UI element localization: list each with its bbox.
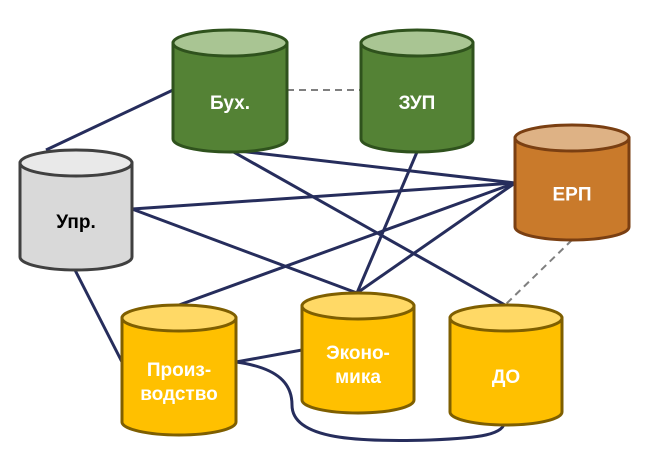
cylinder-body xyxy=(359,41,475,154)
cylinder-upr[interactable]: Упр. xyxy=(18,148,134,272)
cylinder-top xyxy=(171,28,289,58)
cylinder-top xyxy=(359,28,475,58)
cylinder-body xyxy=(300,304,416,415)
connector-buh-erp xyxy=(229,148,516,185)
cylinder-body xyxy=(120,316,238,437)
cylinder-label: ЕРП xyxy=(552,185,591,206)
cylinder-label: Упр. xyxy=(56,212,95,233)
cylinder-top xyxy=(300,291,416,321)
cylinder-label: Эконо- xyxy=(326,343,390,364)
cylinder-proizv[interactable]: Произ-водство xyxy=(120,303,238,437)
cylinder-econ[interactable]: Эконо-мика xyxy=(300,291,416,415)
cylinder-zup[interactable]: ЗУП xyxy=(359,28,475,154)
cylinder-top xyxy=(18,148,134,178)
connector-upr-proizv xyxy=(73,269,124,363)
connector-upr-buh xyxy=(45,88,174,152)
connector-erp-proizv xyxy=(178,181,516,307)
cylinder-body xyxy=(18,161,134,272)
cylinder-body xyxy=(513,136,631,242)
connector-proizv-econ xyxy=(235,348,303,364)
cylinder-body xyxy=(448,316,564,427)
cylinder-top xyxy=(120,303,238,333)
connector-upr-econ xyxy=(131,207,358,295)
cylinder-label: Произ- xyxy=(147,360,211,381)
cylinder-body xyxy=(171,41,289,154)
connector-proizv-do xyxy=(235,360,507,443)
cylinder-buh[interactable]: Бух. xyxy=(171,28,289,154)
connector-upr-erp xyxy=(131,181,516,211)
connector-erp-econ xyxy=(356,181,516,295)
cylinder-label: мика xyxy=(335,367,381,388)
connections xyxy=(45,88,573,443)
connector-zup-econ xyxy=(355,151,419,294)
cylinder-top xyxy=(513,123,631,153)
cylinder-label: ЗУП xyxy=(399,93,436,114)
cylinder-top xyxy=(448,303,564,333)
connector-buh-do xyxy=(229,148,506,307)
cylinder-label: Бух. xyxy=(210,93,250,114)
connector-erp-do xyxy=(504,239,573,306)
cylinder-label: водство xyxy=(140,384,218,405)
cylinder-label: ДО xyxy=(492,367,520,388)
cylinder-do[interactable]: ДО xyxy=(448,303,564,427)
cylinder-erp[interactable]: ЕРП xyxy=(513,123,631,242)
